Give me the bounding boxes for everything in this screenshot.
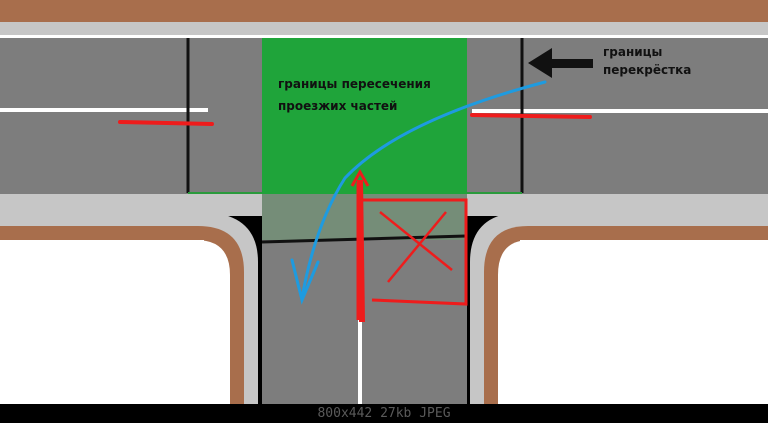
- lot-corner-right: [498, 240, 530, 404]
- intersection-bounds-label-line1: границы: [603, 45, 662, 59]
- intersection-bounds-label-line2: перекрёстка: [603, 63, 691, 77]
- curb-top: [0, 22, 768, 36]
- side-road-center-line: [358, 242, 362, 404]
- intersection-bounds-label: границы перекрёстка: [603, 45, 691, 77]
- intersection-area-label-line1: границы пересечения: [278, 77, 431, 91]
- lot-bottom-left: [0, 240, 204, 404]
- road-edge-line-top: [0, 35, 768, 38]
- image-info: 800x442 27kb JPEG: [317, 406, 450, 421]
- intersection-area-label-line2: проезжих частей: [278, 99, 397, 113]
- sidewalk-top: [0, 0, 768, 24]
- arrow-left-icon: [528, 48, 593, 78]
- lane-line-left: [0, 108, 208, 112]
- lane-line-right: [472, 109, 768, 113]
- boundary-line-bottom: [261, 234, 467, 244]
- intersection-area: [262, 38, 467, 194]
- red-mark-right: [470, 113, 592, 119]
- lot-corner-left: [196, 240, 230, 404]
- lot-bottom-right: [520, 240, 768, 404]
- red-mark-left: [118, 120, 214, 126]
- intersection-area-lower: [262, 194, 467, 240]
- curved-arrow-icon: [290, 80, 547, 305]
- viewer-footer: [0, 404, 768, 423]
- cross-mark-icon: [350, 168, 468, 323]
- intersection-area-label: границы пересечения проезжих частей: [278, 77, 435, 113]
